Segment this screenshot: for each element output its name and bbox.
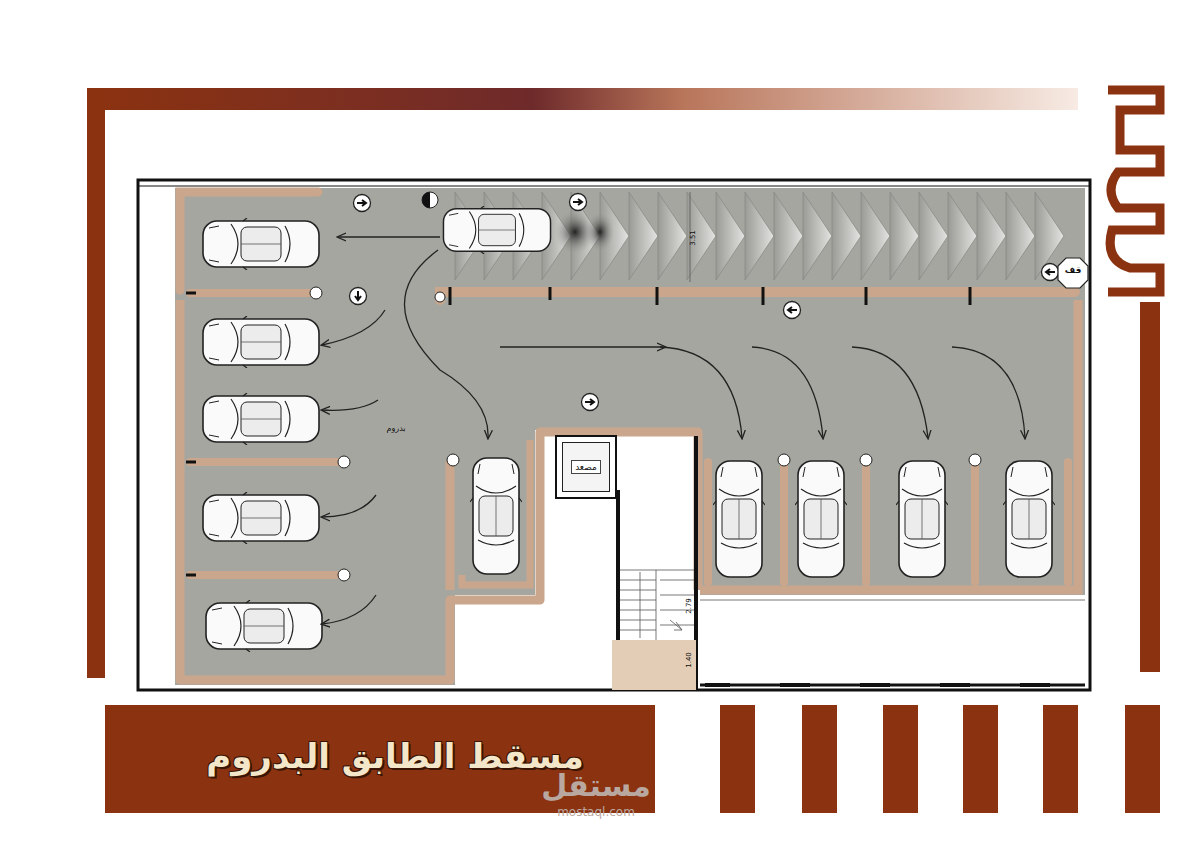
dimension: 1.40 [685,652,693,668]
elevator-label: مصعد [571,460,601,474]
area-label: بدروم [386,424,405,433]
watermark: مستقل [541,769,651,804]
dimension: 3.51 [689,230,697,246]
elevator-box: مصعد [562,442,610,492]
plan-title: مسقط الطابق البدروم [206,737,584,776]
watermark-url: mostaql.com [557,806,635,820]
stop-sign-text: قف [1065,265,1082,275]
dimension: 2.79 [685,598,693,614]
